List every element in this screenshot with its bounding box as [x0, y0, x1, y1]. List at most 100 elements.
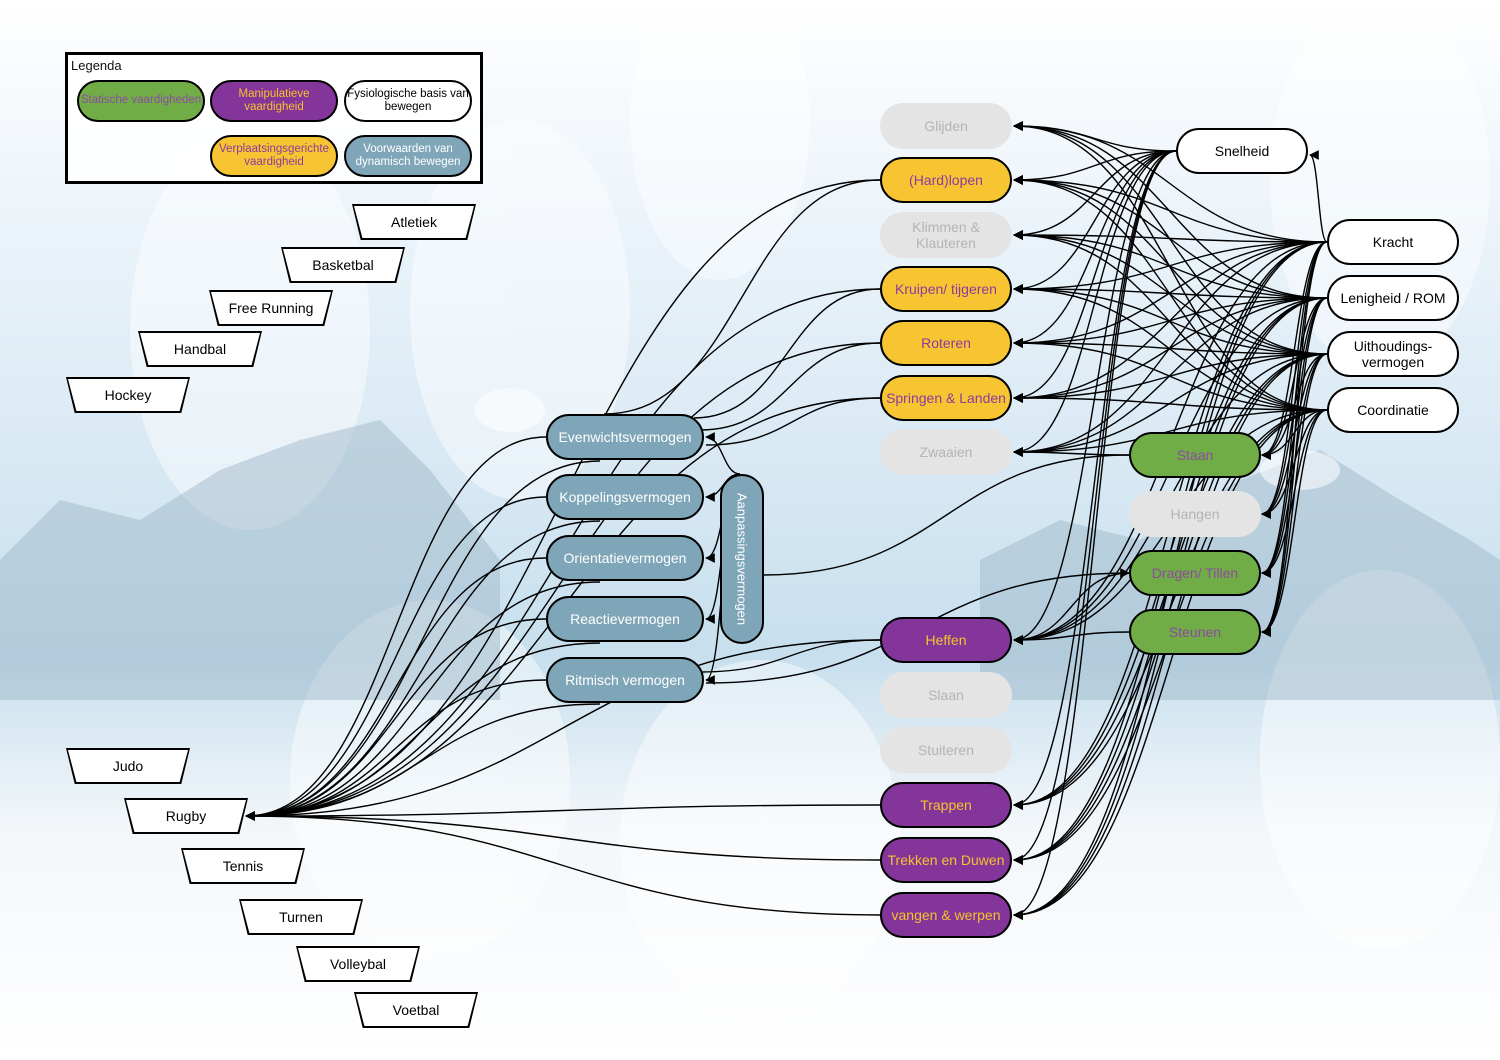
edge-phys-skill — [1013, 393, 1328, 411]
edge-skill-rugby — [245, 804, 881, 821]
edge-phys-skill — [1013, 121, 1328, 355]
phys-snelheid: Snelheid — [1176, 128, 1308, 174]
edge-rugby-condition — [245, 618, 547, 817]
edge-skill-rugby — [245, 811, 881, 861]
condition-evenwichtsvermogen: Evenwichtsvermogen — [546, 414, 704, 460]
edge-snelheid-skill — [1013, 150, 1177, 240]
edge-aanpassing-condition — [705, 432, 741, 475]
sport-tennis: Tennis — [181, 848, 305, 884]
edge-kracht-snelheid — [1309, 150, 1328, 243]
skill-kruipen: Kruipen/ tijgeren — [880, 266, 1012, 312]
sport-judo: Judo — [66, 748, 190, 784]
skill-heffen: Heffen — [880, 617, 1012, 663]
sport-hockey: Hockey — [66, 377, 190, 413]
edge-phys-static — [1261, 241, 1328, 460]
edge-snelheid-skill — [1013, 150, 1177, 348]
edge-staan-zwaaien — [1013, 447, 1130, 457]
static-dragen-tillen: Dragen/ Tillen — [1129, 550, 1261, 596]
sport-voetbal: Voetbal — [354, 992, 478, 1028]
condition-aanpassingsvermogen: Aanpassingsvermogen — [720, 474, 764, 644]
edge-skill-rugby — [245, 811, 881, 916]
edge-skill-rugby — [245, 639, 881, 821]
edge-phys-skill — [1013, 284, 1328, 299]
edge-rugby-condition-b — [245, 520, 601, 817]
edge-aanpassing-staan — [763, 454, 1130, 576]
edge-snelheid-skill — [1013, 121, 1177, 152]
legend-item-manipulatieve: Manipulatieve vaardigheid — [210, 80, 338, 122]
edge-phys-skill — [1013, 230, 1328, 355]
edge-dragen-heffen — [1013, 572, 1130, 645]
edge-phys-skill — [1013, 230, 1328, 411]
static-hangen: Hangen — [1129, 491, 1261, 537]
legend: Legenda Statische vaardigheden Manipulat… — [65, 52, 483, 184]
edge-steunen-heffen — [1013, 631, 1130, 645]
edge-snelheid-skill — [1013, 150, 1177, 403]
edge-phys-skill — [1013, 230, 1328, 299]
edge-evenwicht-roteren — [699, 342, 881, 431]
skill-klimmen: Klimmen & Klauteren — [880, 212, 1012, 258]
legend-item-fysiologische: Fysiologische basis van bewegen — [344, 80, 472, 122]
sport-handbal: Handbal — [138, 331, 262, 367]
skill-hardlopen: (Hard)lopen — [880, 157, 1012, 203]
condition-koppelingsvermogen: Koppelingsvermogen — [546, 474, 704, 520]
edge-evenwicht-springen — [705, 397, 881, 446]
edge-phys-static — [1261, 241, 1328, 578]
edge-phys-static — [1261, 241, 1328, 519]
edge-phys-static — [1261, 353, 1328, 637]
edge-snelheid-skill — [1013, 150, 1177, 457]
sport-basketbal: Basketbal — [281, 247, 405, 283]
phys-kracht: Kracht — [1327, 219, 1459, 265]
edge-phys-skill — [1013, 297, 1328, 920]
sport-atletiek: Atletiek — [352, 204, 476, 240]
edge-phys-static — [1261, 241, 1328, 637]
skill-trappen: Trappen — [880, 782, 1012, 828]
edge-evenwicht-hardlopen — [603, 179, 881, 415]
skill-vangen-werpen: vangen & werpen — [880, 892, 1012, 938]
phys-uithoudingsvermogen: Uithoudings- vermogen — [1327, 331, 1459, 377]
skill-springen: Springen & Landen — [880, 375, 1012, 421]
edge-phys-skill — [1013, 241, 1328, 457]
edge-phys-skill — [1013, 121, 1328, 243]
edge-phys-skill — [1013, 409, 1328, 457]
edge-phys-skill — [1013, 241, 1328, 294]
phys-coordinatie: Coordinatie — [1327, 387, 1459, 433]
edge-phys-skill — [1013, 297, 1328, 457]
edge-snelheid-skill — [1013, 150, 1177, 294]
skill-zwaaien: Zwaaien — [880, 429, 1012, 475]
edge-rugby-condition — [245, 496, 547, 817]
edge-phys-skill — [1013, 241, 1328, 348]
edge-snelheid-skill — [1013, 150, 1177, 865]
edge-snelheid-skill — [1013, 150, 1177, 185]
skill-roteren: Roteren — [880, 320, 1012, 366]
skill-slaan: Slaan — [880, 672, 1012, 718]
legend-item-voorwaarden: Voorwaarden van dynamisch bewegen — [344, 135, 472, 177]
edge-phys-skill — [1013, 230, 1328, 243]
edge-phys-skill — [1013, 121, 1328, 299]
edge-snelheid-skill — [1013, 150, 1177, 920]
edge-rugby-condition — [245, 679, 547, 817]
legend-item-verplaatsingsgerichte: Verplaatsingsgerichte vaardigheid — [210, 135, 338, 177]
skill-glijden: Glijden — [880, 103, 1012, 149]
edge-phys-static — [1261, 409, 1328, 637]
edge-phys-skill — [1013, 409, 1328, 920]
legend-item-statische: Statische vaardigheden — [77, 80, 205, 122]
edge-rugby-condition — [245, 557, 547, 817]
edge-rugby-condition-b — [245, 581, 601, 817]
condition-ritmisch-vermogen: Ritmisch vermogen — [546, 657, 704, 703]
edge-phys-skill — [1013, 353, 1328, 403]
edge-snelheid-skill — [1013, 150, 1177, 810]
edge-phys-skill — [1013, 353, 1328, 457]
edge-phys-skill — [1013, 284, 1328, 411]
skill-trekken-duwen: Trekken en Duwen — [880, 837, 1012, 883]
edge-rugby-condition — [245, 436, 547, 817]
sport-rugby: Rugby — [124, 798, 248, 834]
edge-phys-static — [1261, 297, 1328, 637]
sport-free-running: Free Running — [209, 290, 333, 326]
phys-lenigheid: Lenigheid / ROM — [1327, 275, 1459, 321]
static-steunen: Steunen — [1129, 609, 1261, 655]
sport-turnen: Turnen — [239, 899, 363, 935]
sport-volleybal: Volleybal — [296, 946, 420, 982]
edge-rugby-condition-b — [245, 460, 601, 817]
edge-phys-skill — [1013, 284, 1328, 355]
legend-title: Legenda — [71, 58, 122, 73]
